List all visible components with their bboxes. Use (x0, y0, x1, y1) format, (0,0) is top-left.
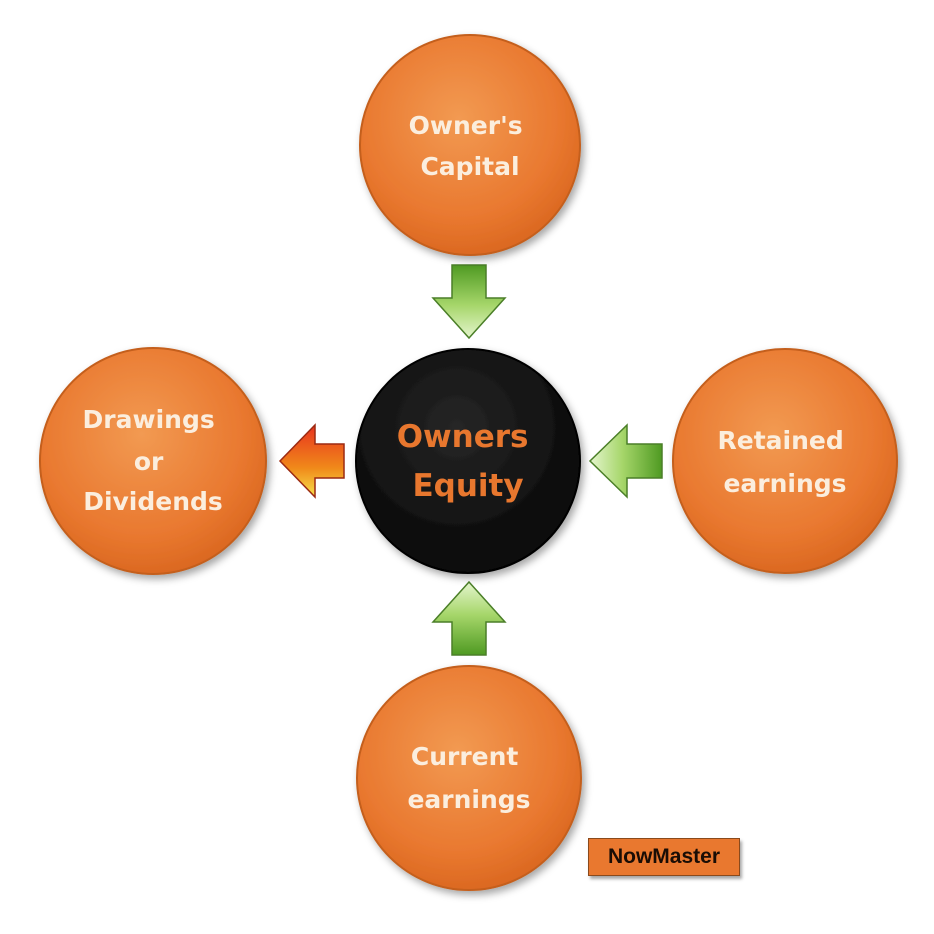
node-drawings-line-1: Drawings (83, 405, 215, 434)
node-retained-earnings: Retained earnings (672, 348, 898, 574)
node-owners-capital: Owner's Capital (359, 34, 581, 256)
node-owners-capital-line-2: Capital (420, 152, 519, 181)
node-current-line-1: Current (411, 742, 519, 771)
center-line-1: Owners (397, 419, 529, 455)
node-drawings-line-3: Dividends (83, 487, 223, 516)
svg-text:Current earnings: Current earnings (407, 742, 530, 814)
svg-text:Drawings or Divide: Drawings or Dividends (83, 405, 224, 516)
node-drawings-or-dividends: Drawings or Dividends (39, 347, 267, 575)
node-drawings-line-2: or (134, 447, 164, 476)
node-retained-line-1: Retained (718, 426, 844, 455)
nowmaster-watermark: NowMaster (588, 838, 740, 876)
svg-text:Retained earnings: Retained earnings (718, 426, 853, 498)
node-current-line-2: earnings (407, 785, 530, 814)
watermark-text: NowMaster (607, 845, 721, 868)
arrow-to-drawings-or-dividends (278, 423, 345, 499)
node-owners-equity: Owners Equity (355, 348, 581, 574)
center-line-2: Equity (412, 468, 523, 504)
arrow-from-retained-earnings (588, 423, 663, 499)
arrow-from-current-earnings (431, 580, 507, 656)
node-owners-capital-line-1: Owner's (409, 111, 523, 140)
node-current-earnings: Current earnings (356, 665, 582, 891)
svg-text:Owners Equity: Owners Equity (397, 419, 540, 504)
svg-text:Owner's Capital: Owner's Capital (409, 111, 532, 181)
arrow-from-owners-capital (431, 264, 507, 340)
node-retained-line-2: earnings (723, 469, 846, 498)
